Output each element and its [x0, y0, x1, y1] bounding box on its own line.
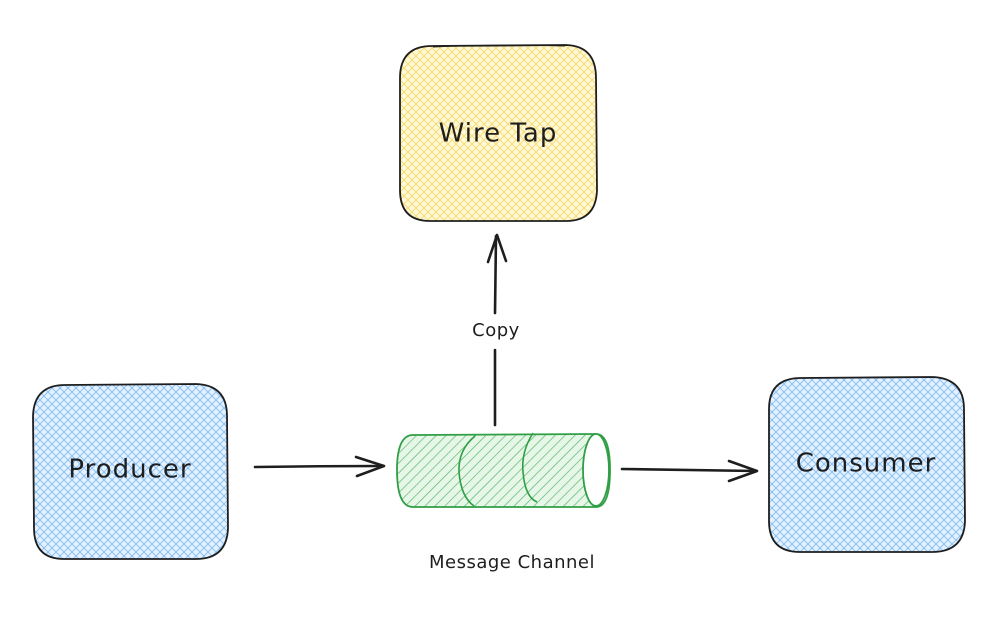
- arrowhead-icon: [486, 233, 508, 264]
- producer-label: Producer: [68, 455, 191, 485]
- arrowhead-icon: [727, 459, 759, 483]
- message-channel-node[interactable]: Message Channel: [396, 432, 611, 573]
- channel-label: Message Channel: [429, 552, 595, 573]
- producer-box: [32, 383, 229, 560]
- edge-line: [253, 464, 385, 469]
- consumer-box: [768, 376, 966, 553]
- consumer-label: Consumer: [796, 449, 937, 479]
- wire-tap-node[interactable]: Wire Tap: [399, 44, 598, 222]
- arrowhead-icon: [354, 455, 386, 478]
- channel-segment-divider: [458, 435, 476, 507]
- channel-segment-divider: [521, 432, 538, 503]
- edge-line: [493, 234, 498, 315]
- edge-line: [620, 467, 758, 473]
- edge-producer-to-channel[interactable]: [253, 455, 386, 478]
- edge-channel-to-wire-tap[interactable]: Copy: [472, 233, 520, 427]
- copy-edge-label: Copy: [472, 320, 520, 341]
- edge-channel-to-consumer[interactable]: [620, 459, 759, 483]
- wire-tap-label: Wire Tap: [439, 119, 558, 149]
- wire-tap-sketch-stroke: [432, 44, 566, 48]
- channel-body: [396, 433, 611, 508]
- wire-tap-box: [399, 44, 598, 222]
- channel-end-cap: [582, 433, 610, 507]
- producer-node[interactable]: Producer: [32, 383, 229, 560]
- consumer-node[interactable]: Consumer: [768, 376, 966, 553]
